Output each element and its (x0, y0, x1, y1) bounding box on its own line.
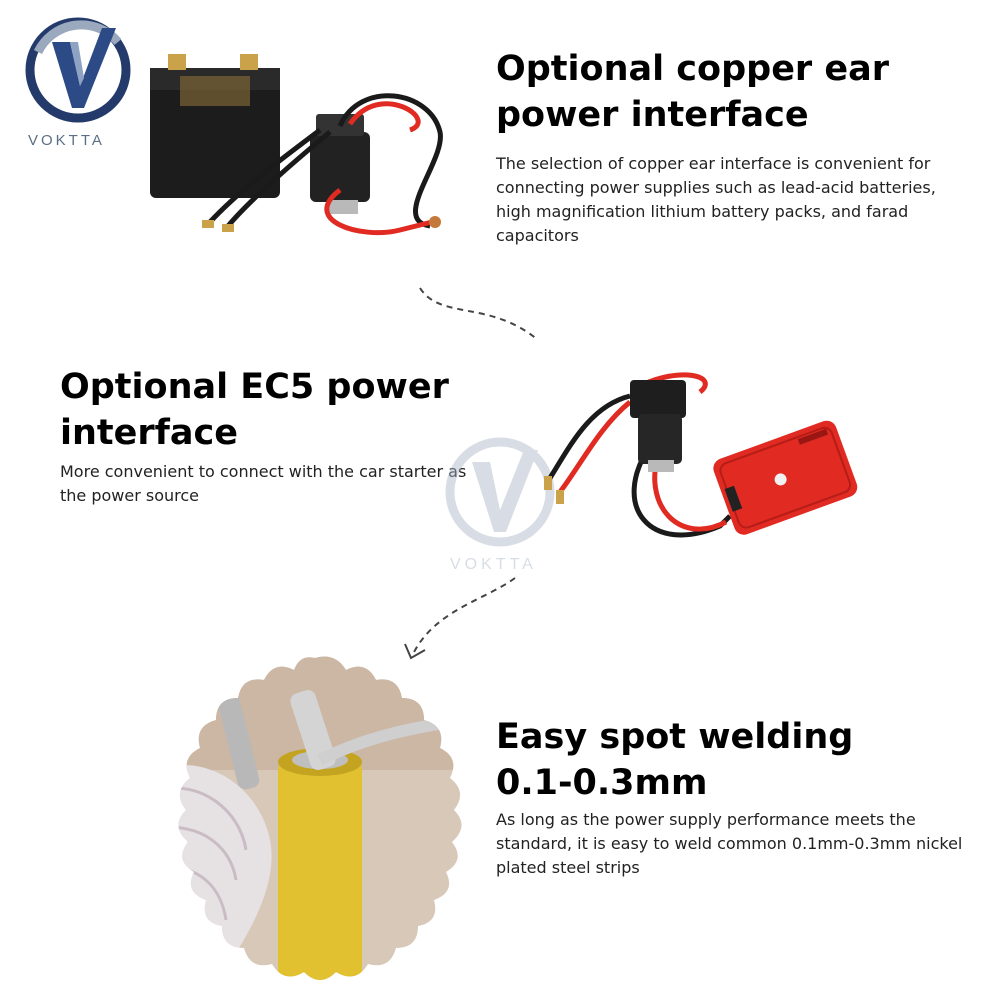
section-title-line1: Optional copper ear (496, 49, 889, 89)
section-description: More convenient to connect with the car … (60, 462, 467, 505)
section-title-line2: interface (60, 413, 238, 453)
section-title-line2: 0.1-0.3mm (496, 763, 708, 803)
section-spot-welding: Easy spot welding 0.1-0.3mm As long as t… (496, 714, 986, 880)
dashed-arrow-connector-2 (404, 577, 516, 660)
section-title: Optional EC5 power interface (60, 364, 500, 456)
section-ec5: Optional EC5 power interface More conven… (60, 364, 500, 508)
section-description: The selection of copper ear interface is… (496, 154, 936, 245)
section-title-line1: Optional EC5 power (60, 367, 449, 407)
car-starter-relay-cables-icon (544, 372, 858, 538)
section-description: As long as the power supply performance … (496, 810, 963, 877)
section-copper-ear: Optional copper ear power interface The … (496, 46, 976, 248)
dashed-arrow-connector-1 (419, 287, 539, 341)
product-image-copper-ear (140, 40, 450, 250)
logo-wordmark: VOKTTA (28, 132, 105, 149)
watermark-logo: VOKTTA (440, 432, 560, 582)
product-image-spot-welding (150, 650, 480, 990)
brand-logo: VOKTTA (18, 12, 138, 152)
spot-welding-scene-icon (178, 656, 462, 980)
section-title: Optional copper ear power interface (496, 46, 976, 138)
watermark-wordmark: VOKTTA (450, 556, 537, 573)
voktta-watermark-icon (445, 437, 555, 547)
section-title: Easy spot welding 0.1-0.3mm (496, 714, 986, 806)
section-title-line1: Easy spot welding (496, 717, 854, 757)
section-title-line2: power interface (496, 95, 809, 135)
product-image-ec5 (530, 366, 860, 566)
battery-relay-cables-icon (150, 54, 443, 236)
voktta-logo-icon (25, 17, 131, 123)
